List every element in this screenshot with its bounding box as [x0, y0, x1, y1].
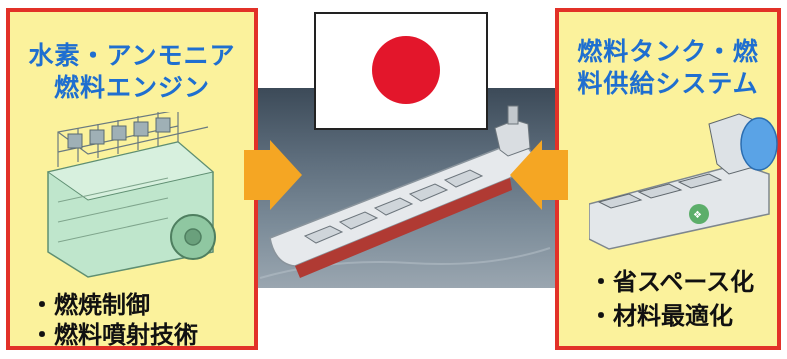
fuel-bullet-material: ・材料最適化 [589, 302, 733, 330]
fuel-bullet-space-saving: ・省スペース化 [589, 268, 755, 296]
engine-title-line-2: 燃料エンジン [53, 73, 210, 102]
engine-panel: 水素・アンモニア 燃料エンジン ・燃焼制御 ・燃料噴射技術 [6, 8, 258, 350]
fuel-system-panel-title: 燃料タンク・燃 料供給システム [559, 36, 777, 100]
engine-title-line-1: 水素・アンモニア [28, 41, 236, 70]
fuel-title-line-2: 料供給システム [577, 69, 759, 98]
flag-sun-disc [372, 36, 440, 104]
engine-bullet-injection: ・燃料噴射技術 [30, 321, 198, 349]
fuel-system-panel: 燃料タンク・燃 料供給システム ❖ ・省スペース化 ・材料最適化 [555, 8, 781, 350]
fuel-title-line-1: 燃料タンク・燃 [577, 37, 759, 66]
fuel-tank-illustration: ❖ [589, 113, 778, 250]
right-arrow-icon [510, 140, 568, 210]
engine-illustration [46, 112, 216, 278]
left-arrow-icon [244, 140, 302, 210]
engine-panel-title: 水素・アンモニア 燃料エンジン [10, 40, 254, 104]
engine-bullet-combustion: ・燃焼制御 [30, 291, 150, 319]
japan-flag [314, 12, 488, 130]
ship-illustration [259, 105, 551, 279]
svg-text:❖: ❖ [693, 210, 702, 221]
